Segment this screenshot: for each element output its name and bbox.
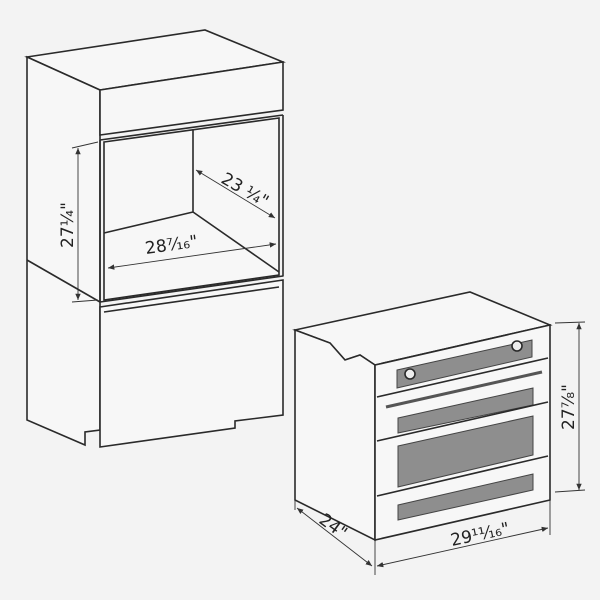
cabinet-lower-door (99, 279, 284, 448)
oven-window-bottom (397, 473, 534, 521)
oven-height-label: 27⅞" (559, 384, 579, 430)
oven-window-main (397, 415, 534, 488)
oven-width-label: 29¹¹⁄₁₆" (449, 519, 511, 551)
cabinet-height-label: 27¼" (58, 202, 78, 248)
cabinet-left-side (26, 55, 101, 447)
control-knob-left[interactable] (404, 368, 416, 380)
oven-side (294, 328, 376, 542)
oven (292, 291, 553, 542)
control-panel (396, 339, 533, 389)
oven-door-handle[interactable] (385, 370, 543, 409)
control-knob-right[interactable] (511, 340, 523, 352)
cabinet-opening (103, 117, 280, 301)
cabinet-top-band (99, 61, 284, 136)
